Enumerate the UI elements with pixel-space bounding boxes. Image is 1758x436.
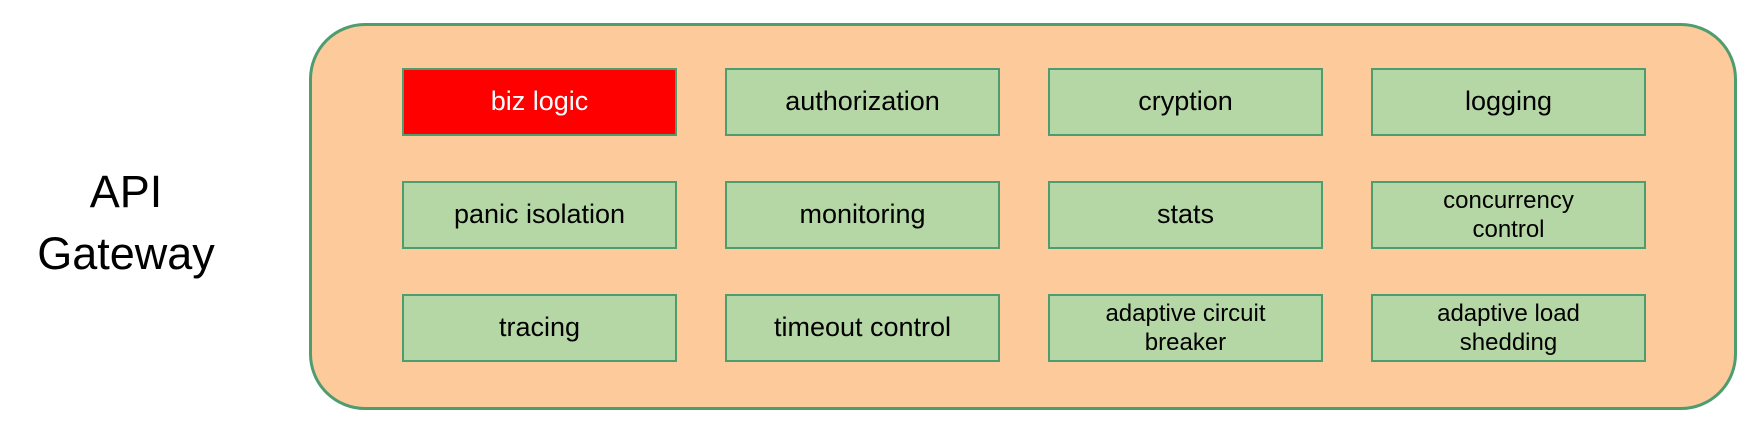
api-gateway-label: API Gateway xyxy=(37,166,215,279)
feature-box-cryption: cryption xyxy=(1048,68,1323,136)
feature-box-tracing: tracing xyxy=(402,294,677,362)
feature-box-logging: logging xyxy=(1371,68,1646,136)
feature-box-adaptive-circuit-breaker: adaptive circuit breaker xyxy=(1048,294,1323,362)
feature-box-stats: stats xyxy=(1048,181,1323,249)
gateway-container: biz logic authorization cryption logging… xyxy=(309,23,1737,410)
feature-box-concurrency-control: concurrency control xyxy=(1371,181,1646,249)
feature-box-adaptive-load-shedding: adaptive load shedding xyxy=(1371,294,1646,362)
feature-box-biz-logic: biz logic xyxy=(402,68,677,136)
feature-box-authorization: authorization xyxy=(725,68,1000,136)
feature-box-monitoring: monitoring xyxy=(725,181,1000,249)
feature-box-panic-isolation: panic isolation xyxy=(402,181,677,249)
feature-box-timeout-control: timeout control xyxy=(725,294,1000,362)
feature-grid: biz logic authorization cryption logging… xyxy=(402,68,1646,362)
